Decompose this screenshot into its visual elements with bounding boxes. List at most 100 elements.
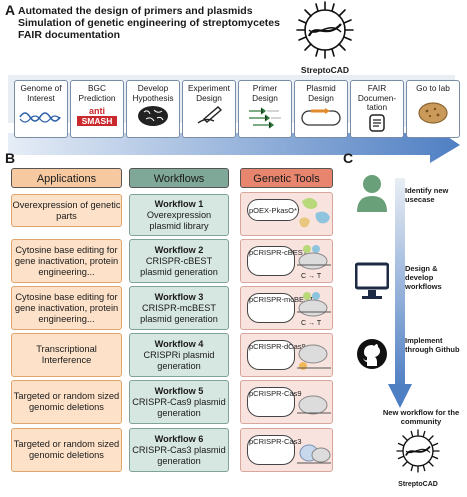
design-develop-label: Design & develop workflows [405, 264, 442, 291]
genetic-tool-box: pCRISPR-mcBEST C → T [240, 286, 333, 330]
panel-c-letter: C [343, 150, 354, 166]
cas3-icon [297, 444, 331, 464]
step-bgc-prediction: BGC Prediction anti SMASH [70, 80, 124, 138]
cas9-icon [297, 395, 331, 415]
application-text: Transcriptional Interference [36, 344, 97, 365]
user-icon [357, 175, 387, 212]
workflow-box: Workflow 3 CRISPR-mcBEST plasmid generat… [129, 286, 229, 330]
application-text: Targeted or random sized genomic deletio… [13, 391, 120, 412]
workflow-title: Workflow 1 [154, 198, 204, 209]
plasmid-map-icon [247, 246, 295, 276]
dna-wave-icon [19, 112, 61, 123]
plasmid-map-icon [247, 340, 295, 370]
step-label: Develop Hypothesis [132, 83, 174, 103]
step-go-to-lab: Go to lab [406, 80, 460, 138]
panel-b-letter: B [5, 150, 16, 166]
applications-header: Applications [11, 168, 122, 188]
streptocad-logo-icon [396, 429, 440, 473]
workflow-description: CRISPR-mcBEST plasmid generation [140, 302, 218, 324]
panel-a-letter: A [5, 2, 16, 18]
application-box: Overexpression of genetic parts [11, 194, 122, 227]
step-label: Go to lab [416, 83, 450, 93]
panel-a-line-3: FAIR documentation [18, 29, 121, 41]
step-experiment-design: Experiment Design [182, 80, 236, 138]
workflow-box: Workflow 4 CRISPRi plasmid generation [129, 333, 229, 377]
workflow-description: CRISPR-Cas3 plasmid generation [132, 444, 226, 466]
step-label: Genome of Interest [20, 83, 62, 103]
step-fair-documentation: FAIR Documen-tation [350, 80, 404, 138]
application-text: Overexpression of genetic parts [12, 199, 121, 221]
workflow-description: CRISPR-Cas9 plasmid generation [132, 396, 226, 418]
genetic-tool-box: pCRISPR-cBEST C → T [240, 239, 333, 283]
plasmid-map-icon [247, 387, 295, 417]
workflow-description: Overexpression plasmid library [146, 209, 212, 231]
dcas9-icon [297, 344, 331, 370]
application-text: Cytosine base editing for gene inactivat… [14, 291, 119, 324]
plasmid-map-icon [247, 199, 299, 221]
base-editor-icon [297, 245, 331, 270]
workflows-header: Workflows [129, 168, 229, 188]
step-label: Experiment Design [188, 83, 230, 103]
application-box: Transcriptional Interference [11, 333, 122, 377]
workflow-title: Workflow 3 [154, 291, 204, 302]
step-label: BGC Prediction [78, 83, 116, 103]
base-editor-icon [297, 292, 331, 317]
workflow-title: Workflow 2 [154, 244, 204, 255]
genetic-tool-box: pOEX-PkasO* [240, 192, 333, 236]
pen-writing-icon [197, 106, 223, 124]
streptocad-logo-label: StreptoCAD [300, 65, 350, 75]
edit-label: C → T [301, 320, 322, 327]
workflow-box: Workflow 2 CRISPR-cBEST plasmid generati… [129, 239, 229, 283]
step-primer-design: Primer Design [238, 80, 292, 138]
application-box: Cytosine base editing for gene inactivat… [11, 286, 122, 330]
protein-blobs-icon [299, 198, 330, 228]
streptocad-logo-small-label: StreptoCAD [398, 481, 438, 488]
plasmid-map-icon [301, 108, 341, 126]
streptocad-logo: StreptoCAD [285, 0, 365, 75]
step-plasmid-design: Plasmid Design [294, 80, 348, 138]
workflow-title: Workflow 6 [154, 433, 204, 444]
application-text: Targeted or random sized genomic deletio… [13, 439, 120, 460]
plasmid-name: pCRISPR-dCas9 [249, 342, 306, 351]
identify-usecase-label: Identify new usecase [405, 186, 449, 204]
document-icon [369, 113, 385, 132]
antismash-logo: anti SMASH [77, 106, 117, 126]
streptocad-logo-small: StreptoCAD [388, 426, 448, 496]
step-label: FAIR Documen-tation [357, 83, 397, 112]
primer-arrows-icon [249, 107, 281, 129]
genetic-tool-box: pCRISPR-Cas3 [240, 428, 333, 472]
step-genome-of-interest: Genome of Interest [14, 80, 68, 138]
workflow-cycle-arrow [388, 178, 412, 408]
genetic-tool-box: pCRISPR-Cas9 [240, 380, 333, 424]
genetic-tools-header: Genetic Tools [240, 168, 333, 188]
step-develop-hypothesis: Develop Hypothesis [126, 80, 180, 138]
plasmid-name: pCRISPR-cBEST [249, 248, 308, 257]
plasmid-map-icon [247, 293, 295, 323]
monitor-icon [355, 262, 389, 299]
streptocad-logo-icon [296, 1, 354, 59]
petri-dish-icon [418, 101, 448, 124]
application-text: Cytosine base editing for gene inactivat… [14, 244, 119, 277]
workflow-description: CRISPRi plasmid generation [143, 349, 215, 371]
workflow-box: Workflow 5 CRISPR-Cas9 plasmid generatio… [129, 380, 229, 424]
step-label: Plasmid Design [306, 83, 336, 103]
brain-icon [138, 106, 168, 126]
panel-a-line-1: Automated the design of primers and plas… [18, 5, 253, 17]
application-box: Cytosine base editing for gene inactivat… [11, 239, 122, 283]
step-label: Primer Design [252, 83, 278, 103]
workflow-box: Workflow 6 CRISPR-Cas3 plasmid generatio… [129, 428, 229, 472]
plasmid-map-icon [247, 435, 295, 465]
application-box: Targeted or random sized genomic deletio… [11, 428, 122, 472]
workflow-box: Workflow 1 Overexpression plasmid librar… [129, 194, 229, 236]
application-box: Targeted or random sized genomic deletio… [11, 380, 122, 424]
antismash-logo-bottom: SMASH [77, 116, 117, 126]
workflow-title: Workflow 5 [154, 385, 204, 396]
github-icon [357, 339, 387, 369]
panel-a-line-2: Simulation of genetic engineering of str… [18, 17, 280, 29]
plasmid-name: pCRISPR-mcBEST [249, 295, 314, 304]
genetic-tool-box: pCRISPR-dCas9 [240, 333, 333, 377]
antismash-logo-top: anti [88, 106, 105, 116]
workflow-description: CRISPR-cBEST plasmid generation [140, 255, 218, 277]
plasmid-name: pCRISPR-Cas9 [249, 389, 302, 398]
new-workflow-label: New workflow for the community [382, 408, 460, 426]
